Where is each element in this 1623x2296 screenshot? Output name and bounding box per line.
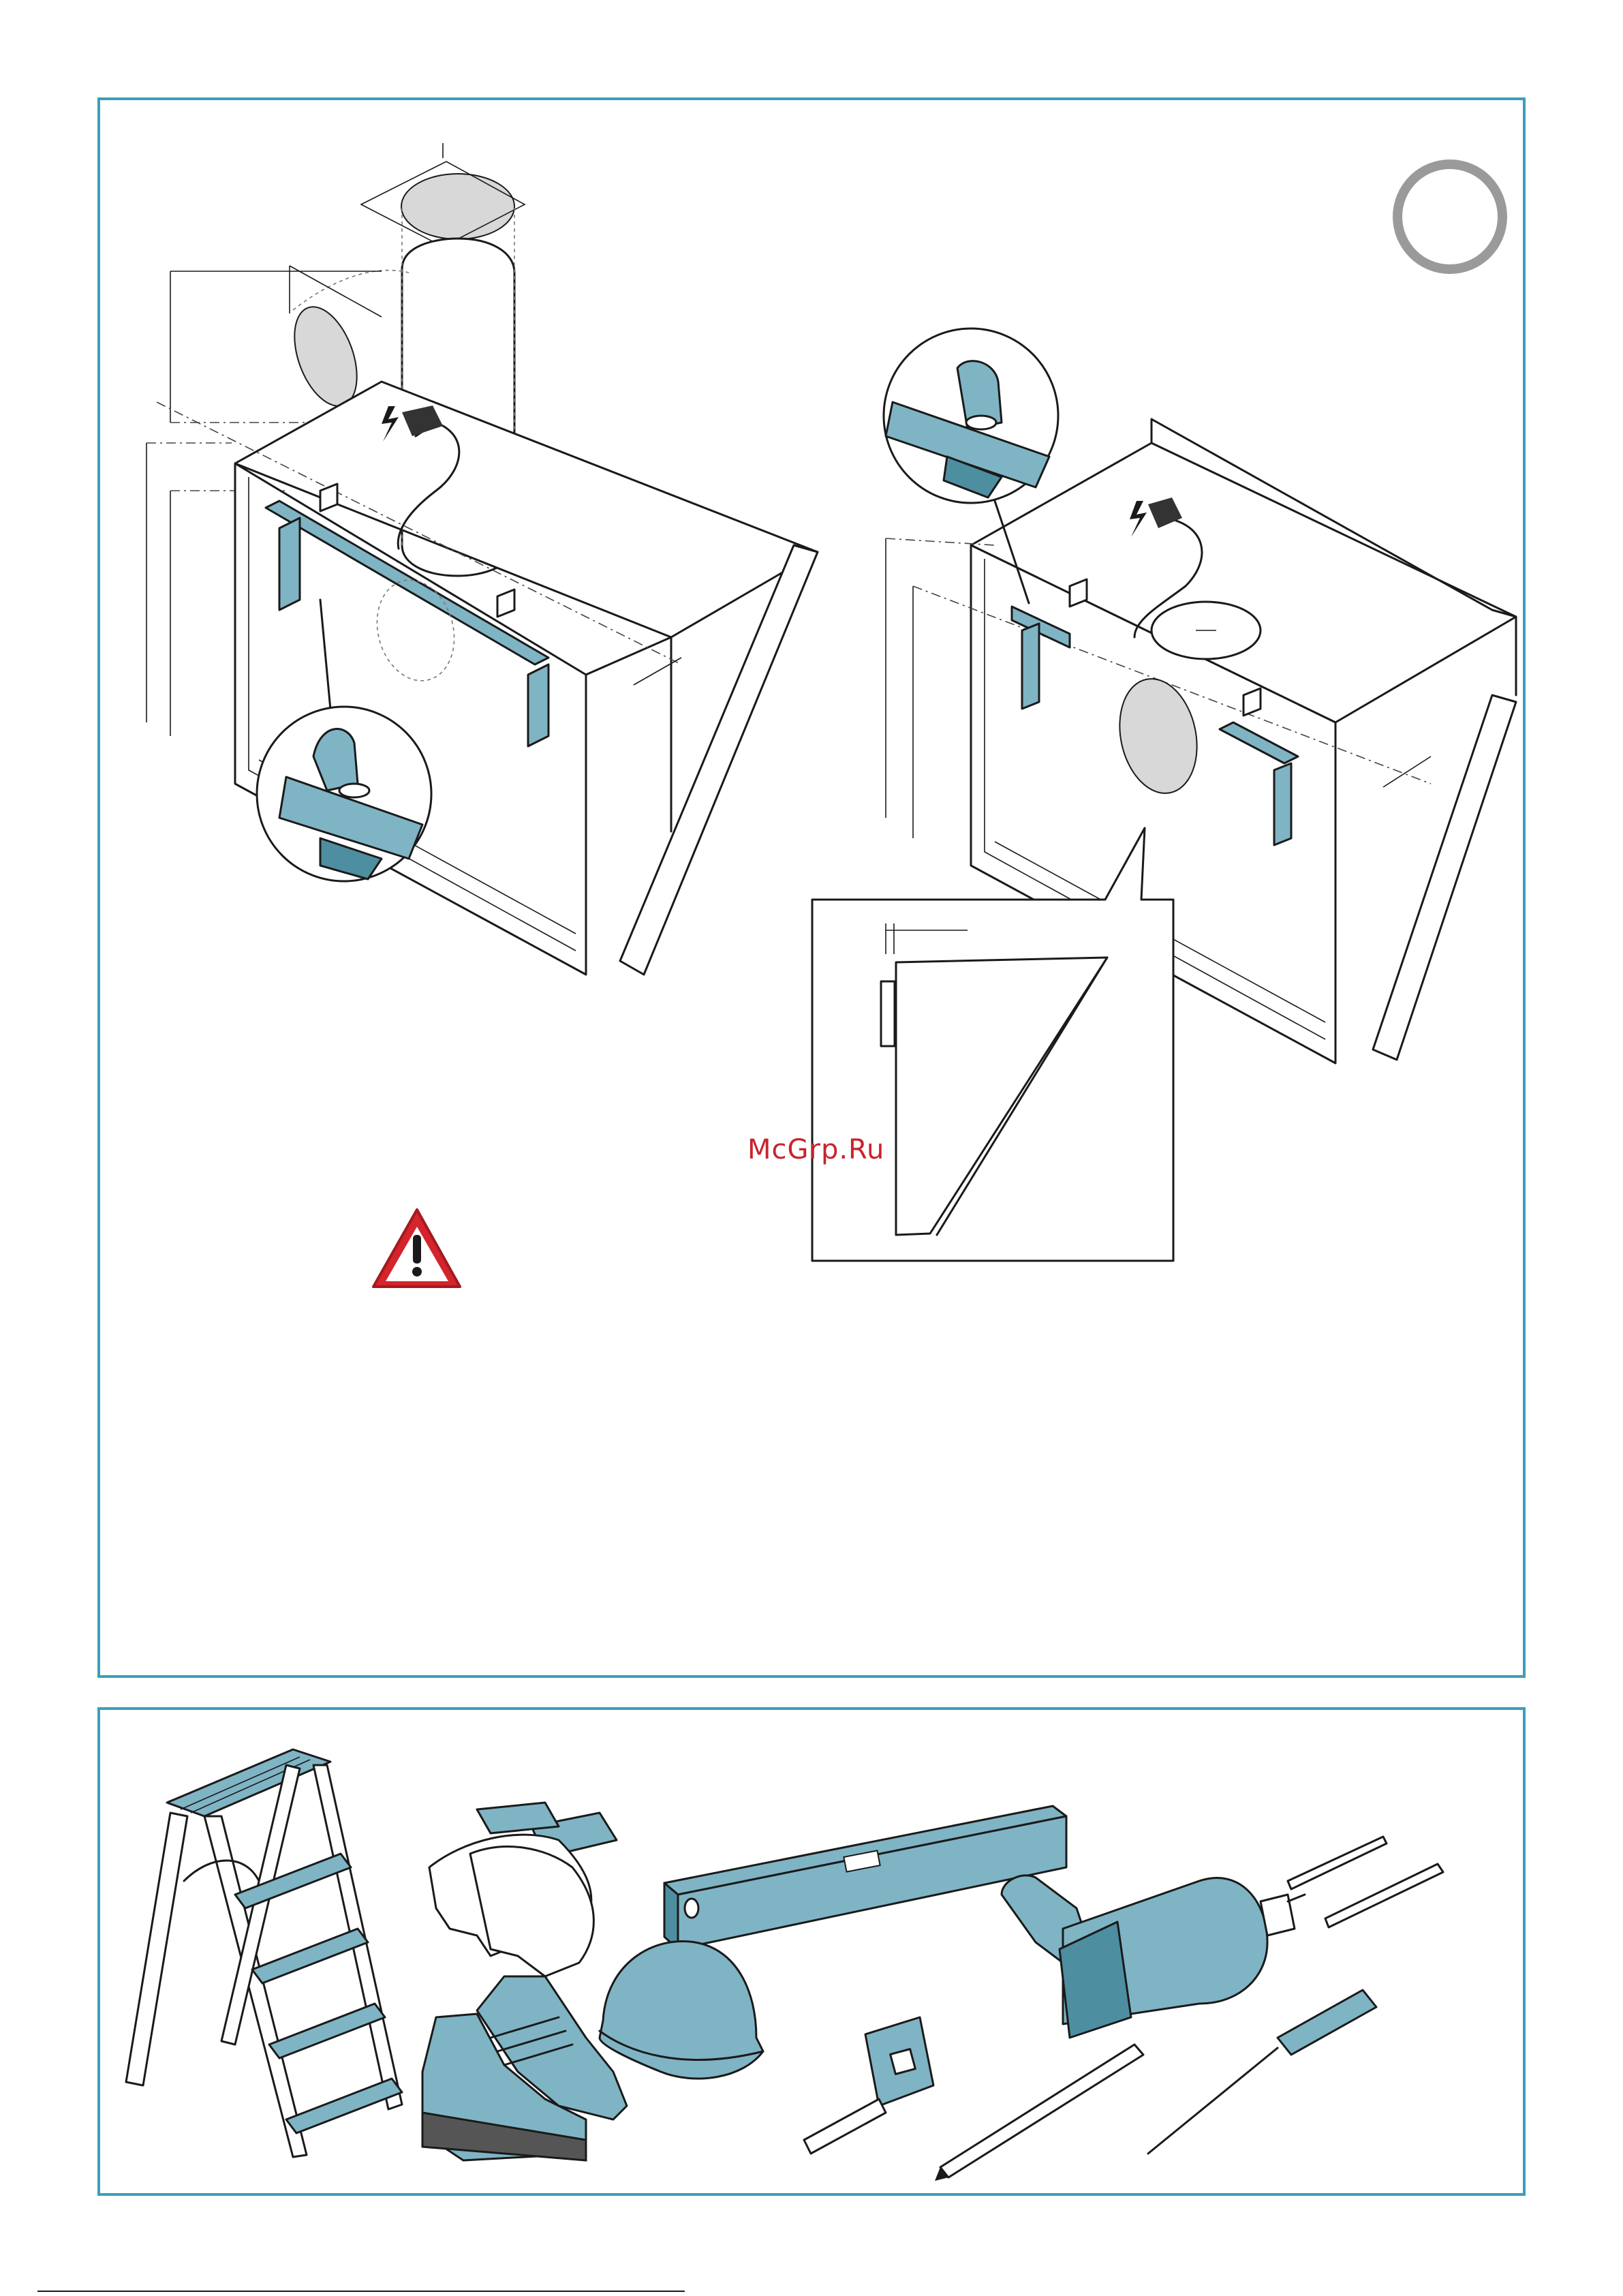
step-ladder: [126, 1749, 402, 2157]
right-hood-drawing: [812, 328, 1516, 1261]
spirit-level: [664, 1806, 1066, 1949]
left-hood-drawing: [146, 143, 818, 975]
drill: [1002, 1876, 1305, 2038]
work-gloves: [429, 1803, 617, 1976]
safety-shoes: [422, 1976, 627, 2160]
watermark-text: McGrp.Ru: [747, 1134, 884, 1165]
warning-triangle-icon: [373, 1210, 460, 1287]
tape-measure: [804, 2017, 933, 2154]
hard-hat: [600, 1941, 763, 2079]
screwdriver: [1148, 1990, 1376, 2154]
pencil: [935, 2045, 1143, 2181]
drill-bits: [1288, 1837, 1443, 1927]
step-circle-icon: [1393, 159, 1507, 274]
